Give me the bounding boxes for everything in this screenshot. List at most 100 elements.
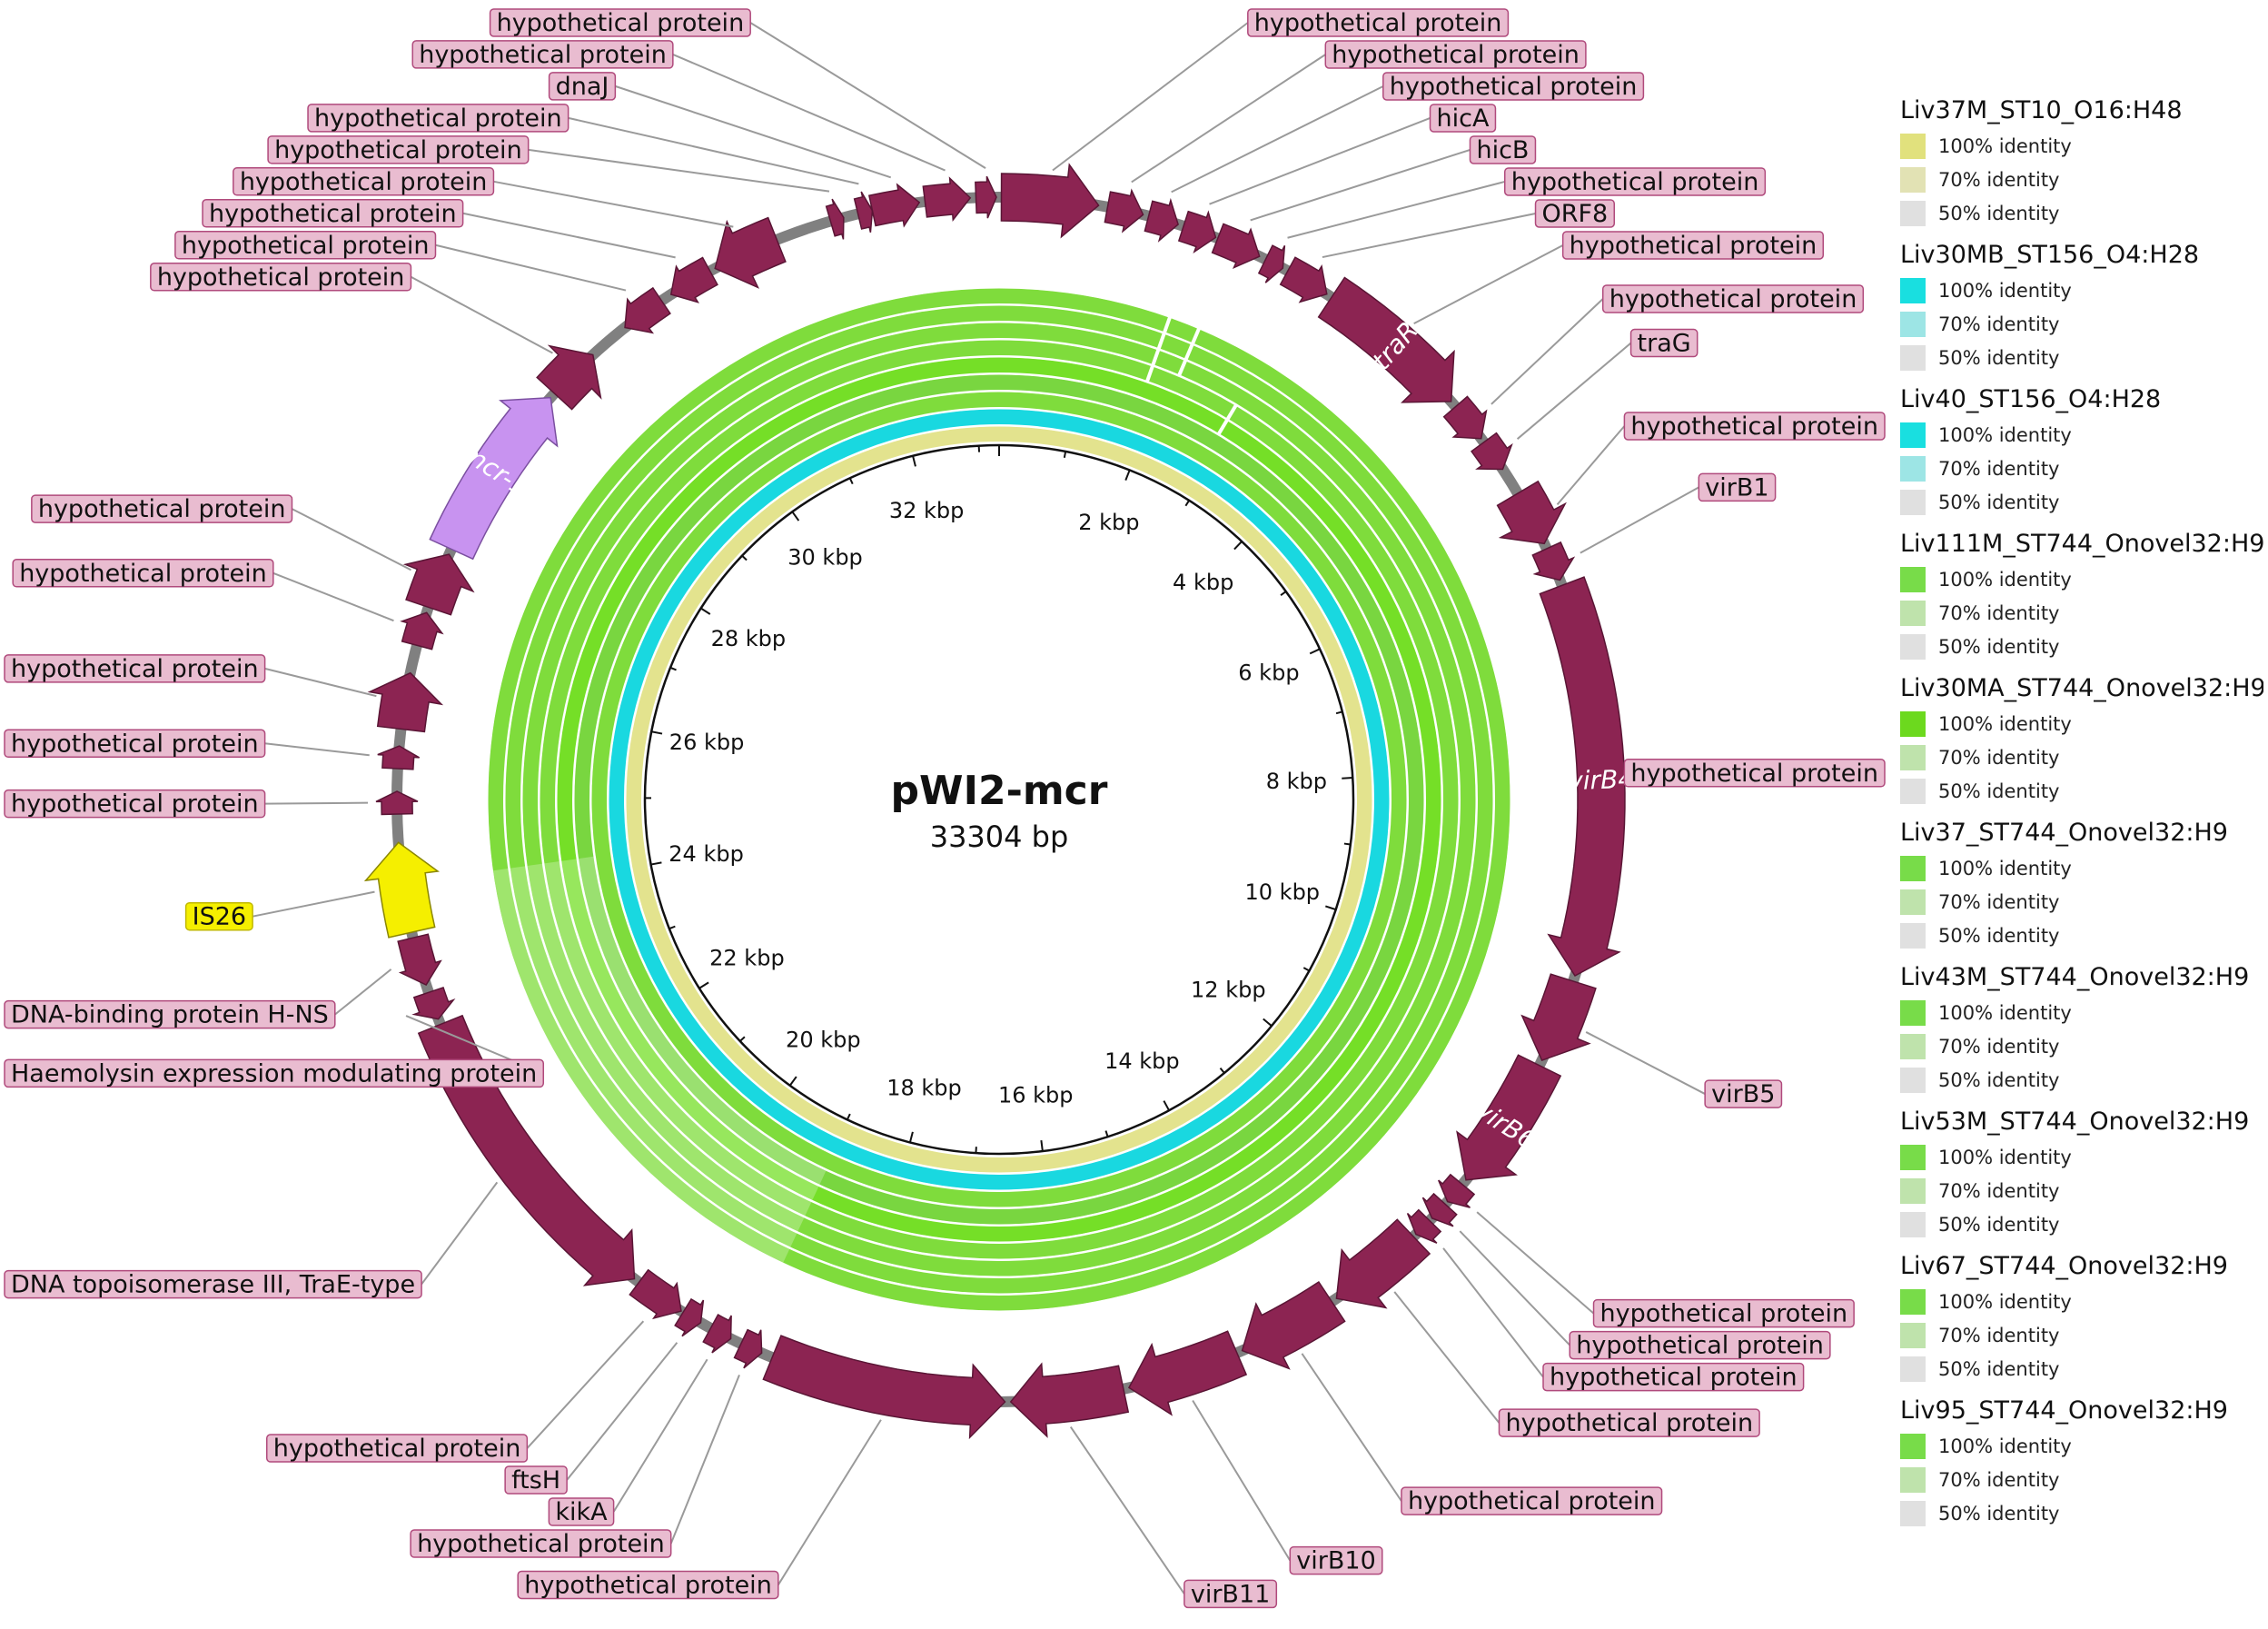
tick <box>1263 1018 1273 1027</box>
legend-label: 70% identity <box>1938 1179 2060 1202</box>
leader-line <box>264 742 370 757</box>
gene-arrow <box>1317 276 1455 403</box>
gene-label-box <box>1401 1486 1663 1515</box>
gene-arrow <box>1000 163 1100 239</box>
tick <box>1104 1130 1109 1137</box>
tick-label: 28 kbp <box>711 626 787 651</box>
gene-label-text: virB1 <box>1705 473 1768 502</box>
gene-arrow <box>1104 188 1144 233</box>
legend-swatch <box>1900 311 1926 337</box>
gene-arrow <box>975 175 997 219</box>
gene-label-text: virB5 <box>1711 1080 1775 1108</box>
tick-label: 4 kbp <box>1173 570 1233 595</box>
gene-inside-label: virB4 <box>1568 764 1635 796</box>
gene-label-box <box>1569 1330 1831 1360</box>
gene-label-text: hypothetical protein <box>1609 285 1857 313</box>
tick <box>669 666 677 671</box>
gene-arrow <box>1009 1362 1130 1438</box>
legend-entry: 100% identity <box>1900 273 2263 307</box>
gene-label: virB5 <box>1585 1031 1783 1108</box>
tick-label: 32 kbp <box>889 498 965 523</box>
leader-line <box>292 508 412 571</box>
gene-label-box <box>1503 167 1767 196</box>
gene-arrow <box>1531 541 1576 581</box>
legend-entry: 70% identity <box>1900 596 2263 630</box>
leader-line <box>528 148 830 193</box>
gene-arrow <box>536 344 602 411</box>
gene-arrow <box>377 745 421 770</box>
gene-label: hypothetical protein <box>1052 8 1510 172</box>
gene-label: hypothetical protein <box>150 263 553 354</box>
gene-label-box <box>184 901 253 931</box>
legend-title: Liv30MA_ST744_Onovel32:H9 <box>1900 674 2263 702</box>
legend-label: 70% identity <box>1938 457 2060 480</box>
gene-label-box <box>517 1570 779 1600</box>
gene-label-text: dnaJ <box>556 73 609 101</box>
gene-arrow <box>674 1297 705 1337</box>
leader-line <box>1556 425 1626 506</box>
gene-label: virB10 <box>1192 1399 1383 1575</box>
gene-label: hypothetical protein <box>1171 72 1645 194</box>
legend-label: 100% identity <box>1938 568 2072 591</box>
gene-label: kikA <box>548 1358 708 1526</box>
leader-line <box>1301 1353 1402 1502</box>
ring-gap <box>1177 326 1202 377</box>
leader-line <box>1585 1031 1706 1095</box>
gene-label-box <box>1623 412 1886 441</box>
low-identity-sector <box>492 856 827 1263</box>
tick <box>1280 591 1287 596</box>
tick <box>1343 842 1351 846</box>
gene-label-text: ftsH <box>511 1466 560 1495</box>
gene-label-box <box>504 1465 568 1495</box>
legend-entry: 100% identity <box>1900 707 2263 740</box>
gene-label: dnaJ <box>548 72 892 179</box>
gene-label-box <box>411 40 674 69</box>
legend-label: 100% identity <box>1938 1146 2072 1168</box>
legend-swatch <box>1900 1322 1926 1348</box>
gene-arrow <box>624 286 671 334</box>
ring-separator <box>607 407 1392 1192</box>
legend-label: 70% identity <box>1938 1324 2060 1346</box>
legend-entry: 100% identity <box>1900 1285 2263 1318</box>
tick-label: 2 kbp <box>1078 510 1139 535</box>
legend-label: 100% identity <box>1938 1001 2072 1024</box>
legend-entry: 70% identity <box>1900 1029 2263 1063</box>
tick <box>1233 541 1243 551</box>
leader-line <box>1413 244 1564 324</box>
leader-line <box>672 53 946 172</box>
tick <box>741 554 748 561</box>
leader-line <box>272 571 394 622</box>
gene-arrow <box>853 191 874 233</box>
legend-entry: 50% identity <box>1900 1063 2263 1097</box>
gene-label-text: hypothetical protein <box>1630 412 1878 441</box>
legend-label: 50% identity <box>1938 780 2060 802</box>
leader-line <box>410 275 553 354</box>
gene-arrow <box>367 671 444 733</box>
ring-separator <box>486 286 1512 1313</box>
legend-swatch <box>1900 455 1926 482</box>
gene-arrow <box>1539 576 1626 977</box>
gene-label: Haemolysin expression modulating protein <box>4 1015 545 1088</box>
gene-label-box <box>4 729 266 759</box>
tick-label: 14 kbp <box>1104 1048 1180 1074</box>
gene-label-text: hypothetical protein <box>1630 760 1878 788</box>
gene-arrow <box>867 183 921 228</box>
gene-label-text: IS26 <box>193 903 246 931</box>
tick <box>788 1076 797 1087</box>
legend-swatch <box>1900 1500 1926 1526</box>
tick-label: 6 kbp <box>1238 661 1299 686</box>
tick-label: 30 kbp <box>787 545 863 571</box>
gene-label-box <box>1324 40 1587 69</box>
gene-arrow <box>1520 973 1597 1062</box>
leader-line <box>1322 212 1536 259</box>
gene-label-box <box>1289 1545 1383 1575</box>
gene-label: traG <box>1516 328 1699 440</box>
legend-swatch <box>1900 133 1926 159</box>
leader-line <box>1069 1425 1185 1594</box>
